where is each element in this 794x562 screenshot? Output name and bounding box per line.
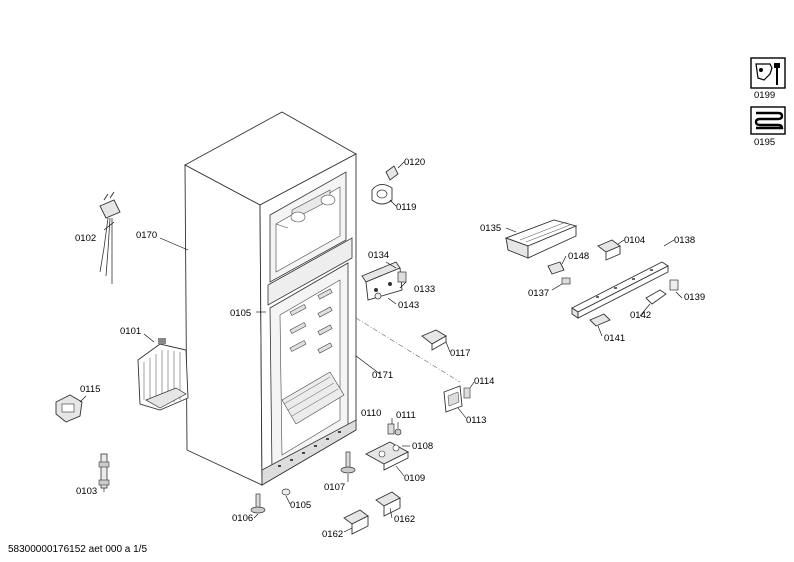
label-0143: 0143 bbox=[398, 300, 419, 311]
label-0111: 0111 bbox=[396, 410, 416, 421]
label-0134: 0134 bbox=[368, 250, 389, 261]
label-0101: 0101 bbox=[120, 326, 141, 337]
part-0106-foot[interactable] bbox=[250, 493, 266, 514]
label-0119: 0119 bbox=[396, 202, 416, 213]
part-0120[interactable] bbox=[385, 165, 399, 181]
label-0110: 0110 bbox=[361, 408, 381, 419]
heating-element-icon[interactable] bbox=[750, 106, 786, 135]
part-0134[interactable] bbox=[361, 261, 403, 301]
label-0108: 0108 bbox=[412, 441, 433, 452]
part-0110[interactable] bbox=[387, 423, 395, 435]
part-0114[interactable] bbox=[463, 387, 471, 399]
label-0114: 0114 bbox=[474, 376, 494, 387]
part-0142[interactable] bbox=[645, 289, 667, 305]
label-0135: 0135 bbox=[480, 223, 501, 234]
label-0107: 0107 bbox=[324, 482, 345, 493]
document-footer-id: 58300000176152 aet 000 a 1/5 bbox=[8, 544, 148, 555]
label-0109: 0109 bbox=[404, 473, 425, 484]
service-tools-icon[interactable] bbox=[750, 57, 786, 89]
part-0108-hinge[interactable] bbox=[365, 441, 409, 471]
part-0137[interactable] bbox=[561, 277, 571, 285]
compressor-cover-0101[interactable] bbox=[137, 338, 189, 411]
label-0171: 0171 bbox=[372, 370, 393, 381]
part-0138-control-panel[interactable] bbox=[571, 261, 669, 319]
part-0143[interactable] bbox=[374, 292, 382, 300]
assembly-leader-line bbox=[355, 317, 461, 383]
label-0148: 0148 bbox=[568, 251, 589, 262]
part-0117[interactable] bbox=[421, 329, 447, 351]
leader-lines bbox=[79, 161, 683, 533]
part-0115[interactable] bbox=[55, 394, 83, 423]
label-0170: 0170 bbox=[136, 230, 157, 241]
label-0113: 0113 bbox=[466, 415, 486, 426]
part-0162-bracket-a[interactable] bbox=[375, 491, 401, 517]
label-0103: 0103 bbox=[76, 486, 97, 497]
label-0105: 0105 bbox=[230, 308, 251, 319]
label-0106: 0106 bbox=[232, 513, 253, 524]
part-0104[interactable] bbox=[597, 239, 621, 261]
label-0133: 0133 bbox=[414, 284, 435, 295]
label-0102: 0102 bbox=[75, 233, 96, 244]
part-0139[interactable] bbox=[669, 279, 679, 291]
label-0142: 0142 bbox=[630, 310, 651, 321]
part-0105-small[interactable] bbox=[281, 488, 291, 496]
label-0104: 0104 bbox=[624, 235, 645, 246]
label-0115: 0115 bbox=[80, 384, 100, 395]
part-0148[interactable] bbox=[547, 261, 565, 275]
part-0103[interactable] bbox=[98, 453, 110, 489]
label-0138: 0138 bbox=[674, 235, 695, 246]
part-0133[interactable] bbox=[397, 271, 407, 283]
exploded-parts-diagram: 0199 0195 bbox=[55, 57, 786, 540]
label-0162a: 0162 bbox=[394, 514, 415, 525]
label-0162b: 0162 bbox=[322, 529, 343, 540]
label-0139: 0139 bbox=[684, 292, 705, 303]
part-0113[interactable] bbox=[443, 385, 463, 413]
label-0141: 0141 bbox=[604, 333, 625, 344]
part-0119[interactable] bbox=[371, 184, 393, 205]
label-0105b: 0105 bbox=[290, 500, 311, 511]
part-0107-foot[interactable] bbox=[340, 451, 356, 474]
label-0199: 0199 bbox=[754, 90, 775, 101]
part-0111[interactable] bbox=[394, 428, 402, 436]
part-0135[interactable] bbox=[504, 219, 578, 259]
power-cord-0102[interactable] bbox=[99, 191, 121, 284]
part-0141[interactable] bbox=[589, 313, 611, 327]
part-0162-bracket-b[interactable] bbox=[343, 509, 369, 535]
label-0195: 0195 bbox=[754, 137, 775, 148]
label-0120: 0120 bbox=[404, 157, 425, 168]
label-0137: 0137 bbox=[528, 288, 549, 299]
label-0117: 0117 bbox=[450, 348, 470, 359]
cabinet-0170[interactable] bbox=[184, 111, 357, 486]
